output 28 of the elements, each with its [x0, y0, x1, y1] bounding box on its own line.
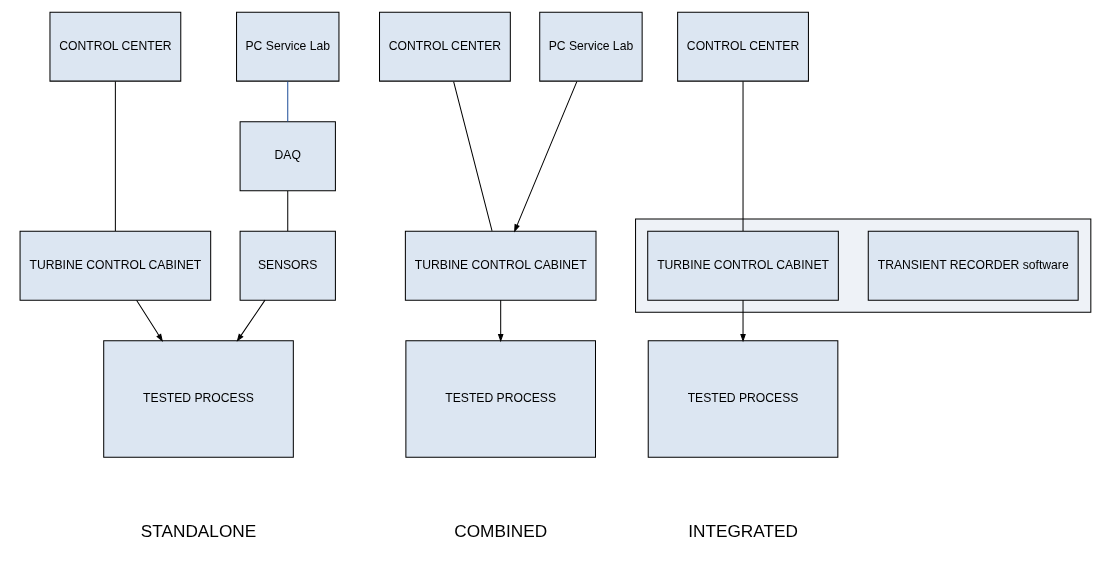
- node-box: TRANSIENT RECORDER software: [867, 230, 1079, 301]
- node-box: DAQ: [239, 121, 336, 192]
- cluster: [634, 218, 1091, 313]
- node-box: TESTED PROCESS: [404, 340, 596, 458]
- node-box: CONTROL CENTER: [676, 11, 809, 82]
- arrow: [236, 299, 265, 342]
- node-box: CONTROL CENTER: [48, 11, 181, 82]
- node-box: TURBINE CONTROL CABINET: [19, 230, 211, 301]
- connector: [452, 81, 493, 232]
- node-box: PC Service Lab: [235, 11, 339, 82]
- arrow: [739, 299, 746, 343]
- node-box: PC Service Lab: [538, 11, 643, 82]
- label: INTEGRATED: [687, 520, 798, 541]
- node-box: TESTED PROCESS: [102, 340, 294, 458]
- connector: [286, 80, 288, 123]
- connector: [286, 190, 288, 232]
- label: COMBINED: [453, 520, 547, 541]
- label: STANDALONE: [140, 520, 256, 541]
- connector: [114, 81, 116, 232]
- connector: [742, 81, 744, 232]
- arrow: [135, 299, 163, 342]
- arrow: [513, 81, 577, 233]
- node-box: TESTED PROCESS: [647, 340, 838, 458]
- node-box: CONTROL CENTER: [378, 11, 511, 82]
- arrow: [497, 299, 504, 343]
- node-box: TURBINE CONTROL CABINET: [404, 230, 596, 301]
- node-box: TURBINE CONTROL CABINET: [646, 230, 839, 301]
- node-box: SENSORS: [239, 230, 336, 301]
